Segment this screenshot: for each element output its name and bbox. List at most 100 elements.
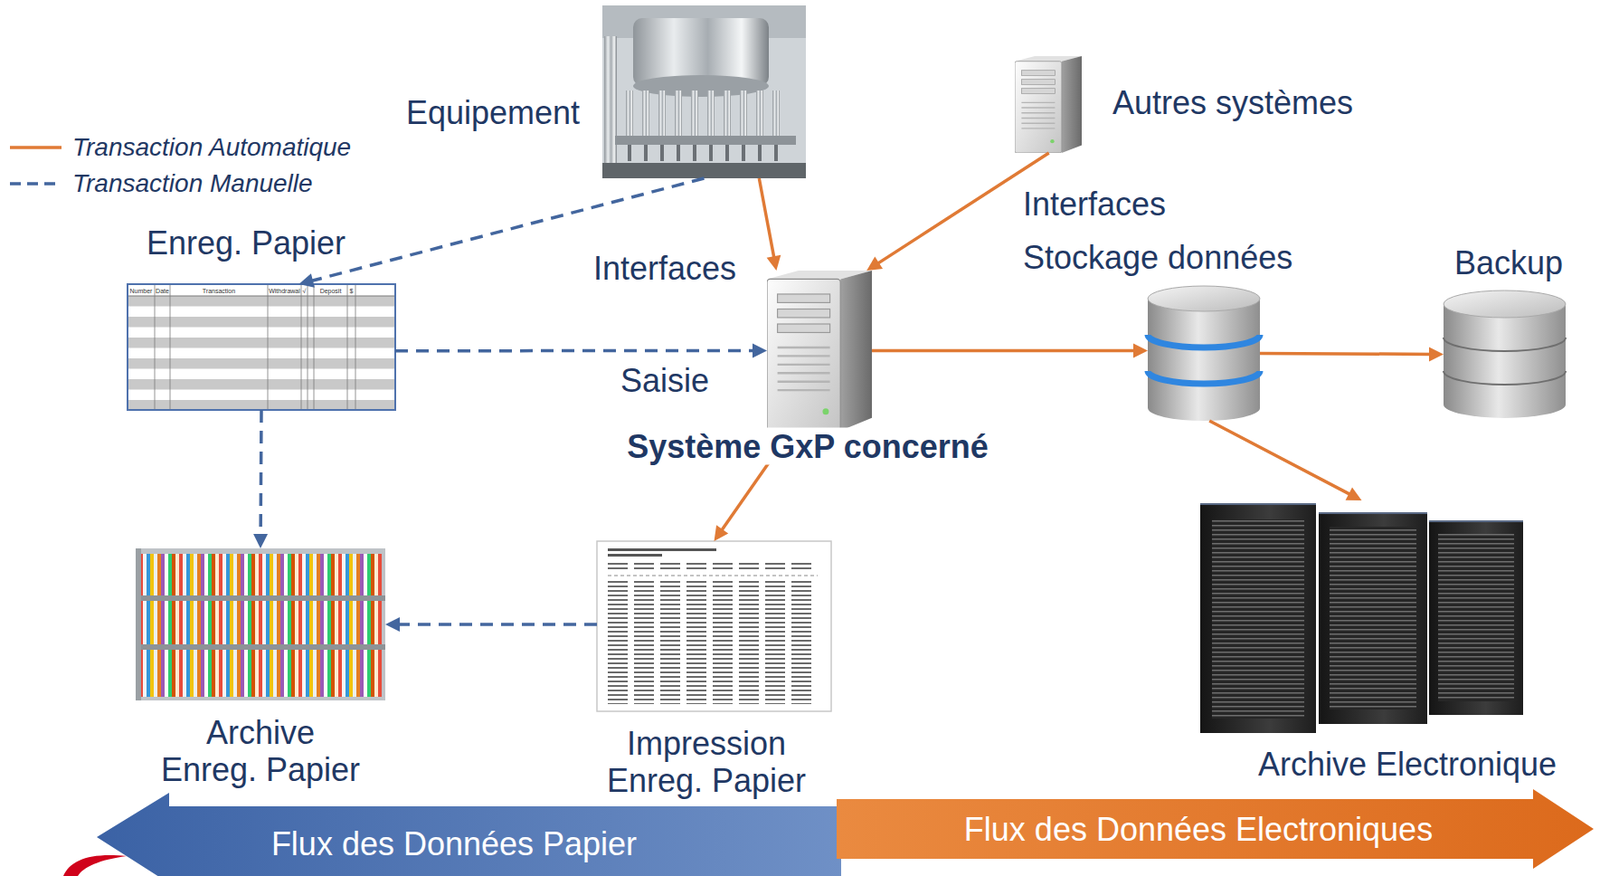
database-icon-part (1147, 334, 1260, 348)
connector-line (1209, 420, 1352, 495)
arrowhead (1345, 487, 1363, 502)
equipment-photo-part (739, 90, 748, 138)
arrowhead (1429, 346, 1444, 361)
server-rack-photo-part (1211, 519, 1305, 719)
server-node: Autres systèmes (1014, 56, 1082, 153)
connector (385, 616, 597, 632)
node-label: Equipement (406, 94, 580, 132)
server-rack-photo-part (1200, 502, 1316, 733)
legend-text: Transaction Automatique (72, 132, 351, 162)
table-header-cell: Number (130, 285, 153, 294)
equipment-photo-part (660, 144, 664, 161)
backup-database-icon-part (1443, 303, 1566, 405)
equipment-photo-part (615, 135, 796, 145)
printout-sheet (596, 540, 832, 711)
edge-label: Interfaces (1022, 185, 1166, 223)
node-label: Flux des Données Papier (271, 824, 637, 862)
equipment-photo (602, 5, 806, 179)
edge-label: Saisie (620, 361, 710, 399)
equipment-photo-part (691, 90, 699, 138)
node-label: Système GxP concerné (621, 427, 995, 465)
printout-sheet-part (607, 580, 818, 704)
paper-archive-photo-part (135, 548, 142, 701)
connector-line (397, 622, 597, 626)
electronic-archive-node: Archive Electronique (1198, 500, 1525, 735)
legend-line (9, 145, 62, 150)
equipment-photo-part (642, 90, 650, 138)
gxp-system-node: Système GxP concerné (766, 270, 872, 431)
arrowhead (766, 255, 782, 271)
node-label: Stockage données (1022, 238, 1293, 276)
connector (395, 343, 767, 359)
logo-swoosh-part (63, 854, 127, 876)
server-rack-photo-part (1329, 526, 1417, 710)
database-icon-part (1147, 395, 1260, 421)
arrowhead (714, 524, 729, 541)
printout-sheet-part (607, 553, 663, 557)
backup-database-icon (1443, 290, 1566, 418)
arrowhead (385, 616, 400, 632)
connector-line (871, 349, 1137, 353)
connector (253, 409, 268, 549)
paper-archive-photo-part (141, 600, 382, 644)
data-storage-node: Stockage données (1147, 285, 1260, 421)
equipment-photo-part (723, 90, 731, 138)
connector-line (758, 178, 775, 259)
equipment-photo-part (772, 90, 780, 138)
equipment-photo-part (756, 90, 764, 138)
server-icon-part (1014, 56, 1082, 153)
server-rack-photo-part (1200, 503, 1524, 521)
equipment-photo-part (602, 5, 806, 179)
connector-line (1259, 351, 1432, 356)
server-rack-photo-part (1438, 533, 1515, 701)
table-header-cell: Withdrawal (268, 285, 301, 294)
paper-record-node: Enreg. Papier (127, 284, 396, 410)
server-rack-photo-part (1429, 520, 1524, 715)
table-header-cell: Transaction (202, 285, 236, 294)
equipment-photo-part (692, 144, 697, 161)
equipment-photo-part (757, 144, 762, 161)
equipment-photo-part (725, 144, 729, 161)
legend-row: Transaction Automatique (9, 129, 354, 166)
node-label: Impression Enreg. Papier (603, 724, 810, 799)
paper-form-table-part (127, 284, 396, 410)
database-icon-part (1147, 370, 1260, 384)
paper-flow-band: Flux des Données Papier (96, 792, 842, 876)
node-label: Archive Electronique (1258, 745, 1557, 783)
database-icon (1147, 285, 1260, 421)
node-label: Enreg. Papier (146, 224, 346, 262)
arrowhead (253, 533, 268, 549)
backup-database-icon-part (1443, 370, 1566, 385)
server-icon-part (766, 270, 872, 431)
equipment-photo-part (604, 36, 617, 172)
database-icon-part (1147, 298, 1260, 408)
equipment-photo-part (658, 90, 666, 138)
legend-row: Transaction Manuelle (9, 165, 354, 202)
legend-line-sample (9, 179, 62, 189)
node-label: Flux des Données Electroniques (964, 810, 1433, 848)
electronic-flow-band-arrow-shape (836, 788, 1594, 869)
paper-archive-node: Archive Enreg. Papier (135, 548, 386, 701)
table-header-cell: $ (350, 285, 354, 294)
equipment-photo-part (741, 144, 746, 161)
arrowhead (298, 273, 315, 288)
paper-flow-band-arrow-shape (96, 792, 842, 876)
server-rack-photo-part (1318, 511, 1428, 724)
equipment-photo-part (774, 144, 778, 161)
backup-node: Backup (1443, 290, 1566, 418)
paper-form-table-part (127, 284, 396, 410)
paper-archive-photo (135, 548, 386, 701)
table-header-cell: Deposit (320, 285, 342, 294)
connector (871, 343, 1148, 359)
server-rack-photo (1200, 502, 1524, 733)
backup-database-icon-part (1443, 290, 1566, 318)
edge-label: Interfaces (593, 249, 737, 287)
equipment-photo-part (627, 144, 632, 161)
node-label: Backup (1454, 244, 1563, 282)
backup-database-icon-part (1443, 337, 1566, 351)
printout-sheet-part (607, 562, 818, 572)
connector (758, 178, 781, 271)
equipment-photo-part (707, 90, 715, 138)
equipment-photo-part (676, 144, 681, 161)
